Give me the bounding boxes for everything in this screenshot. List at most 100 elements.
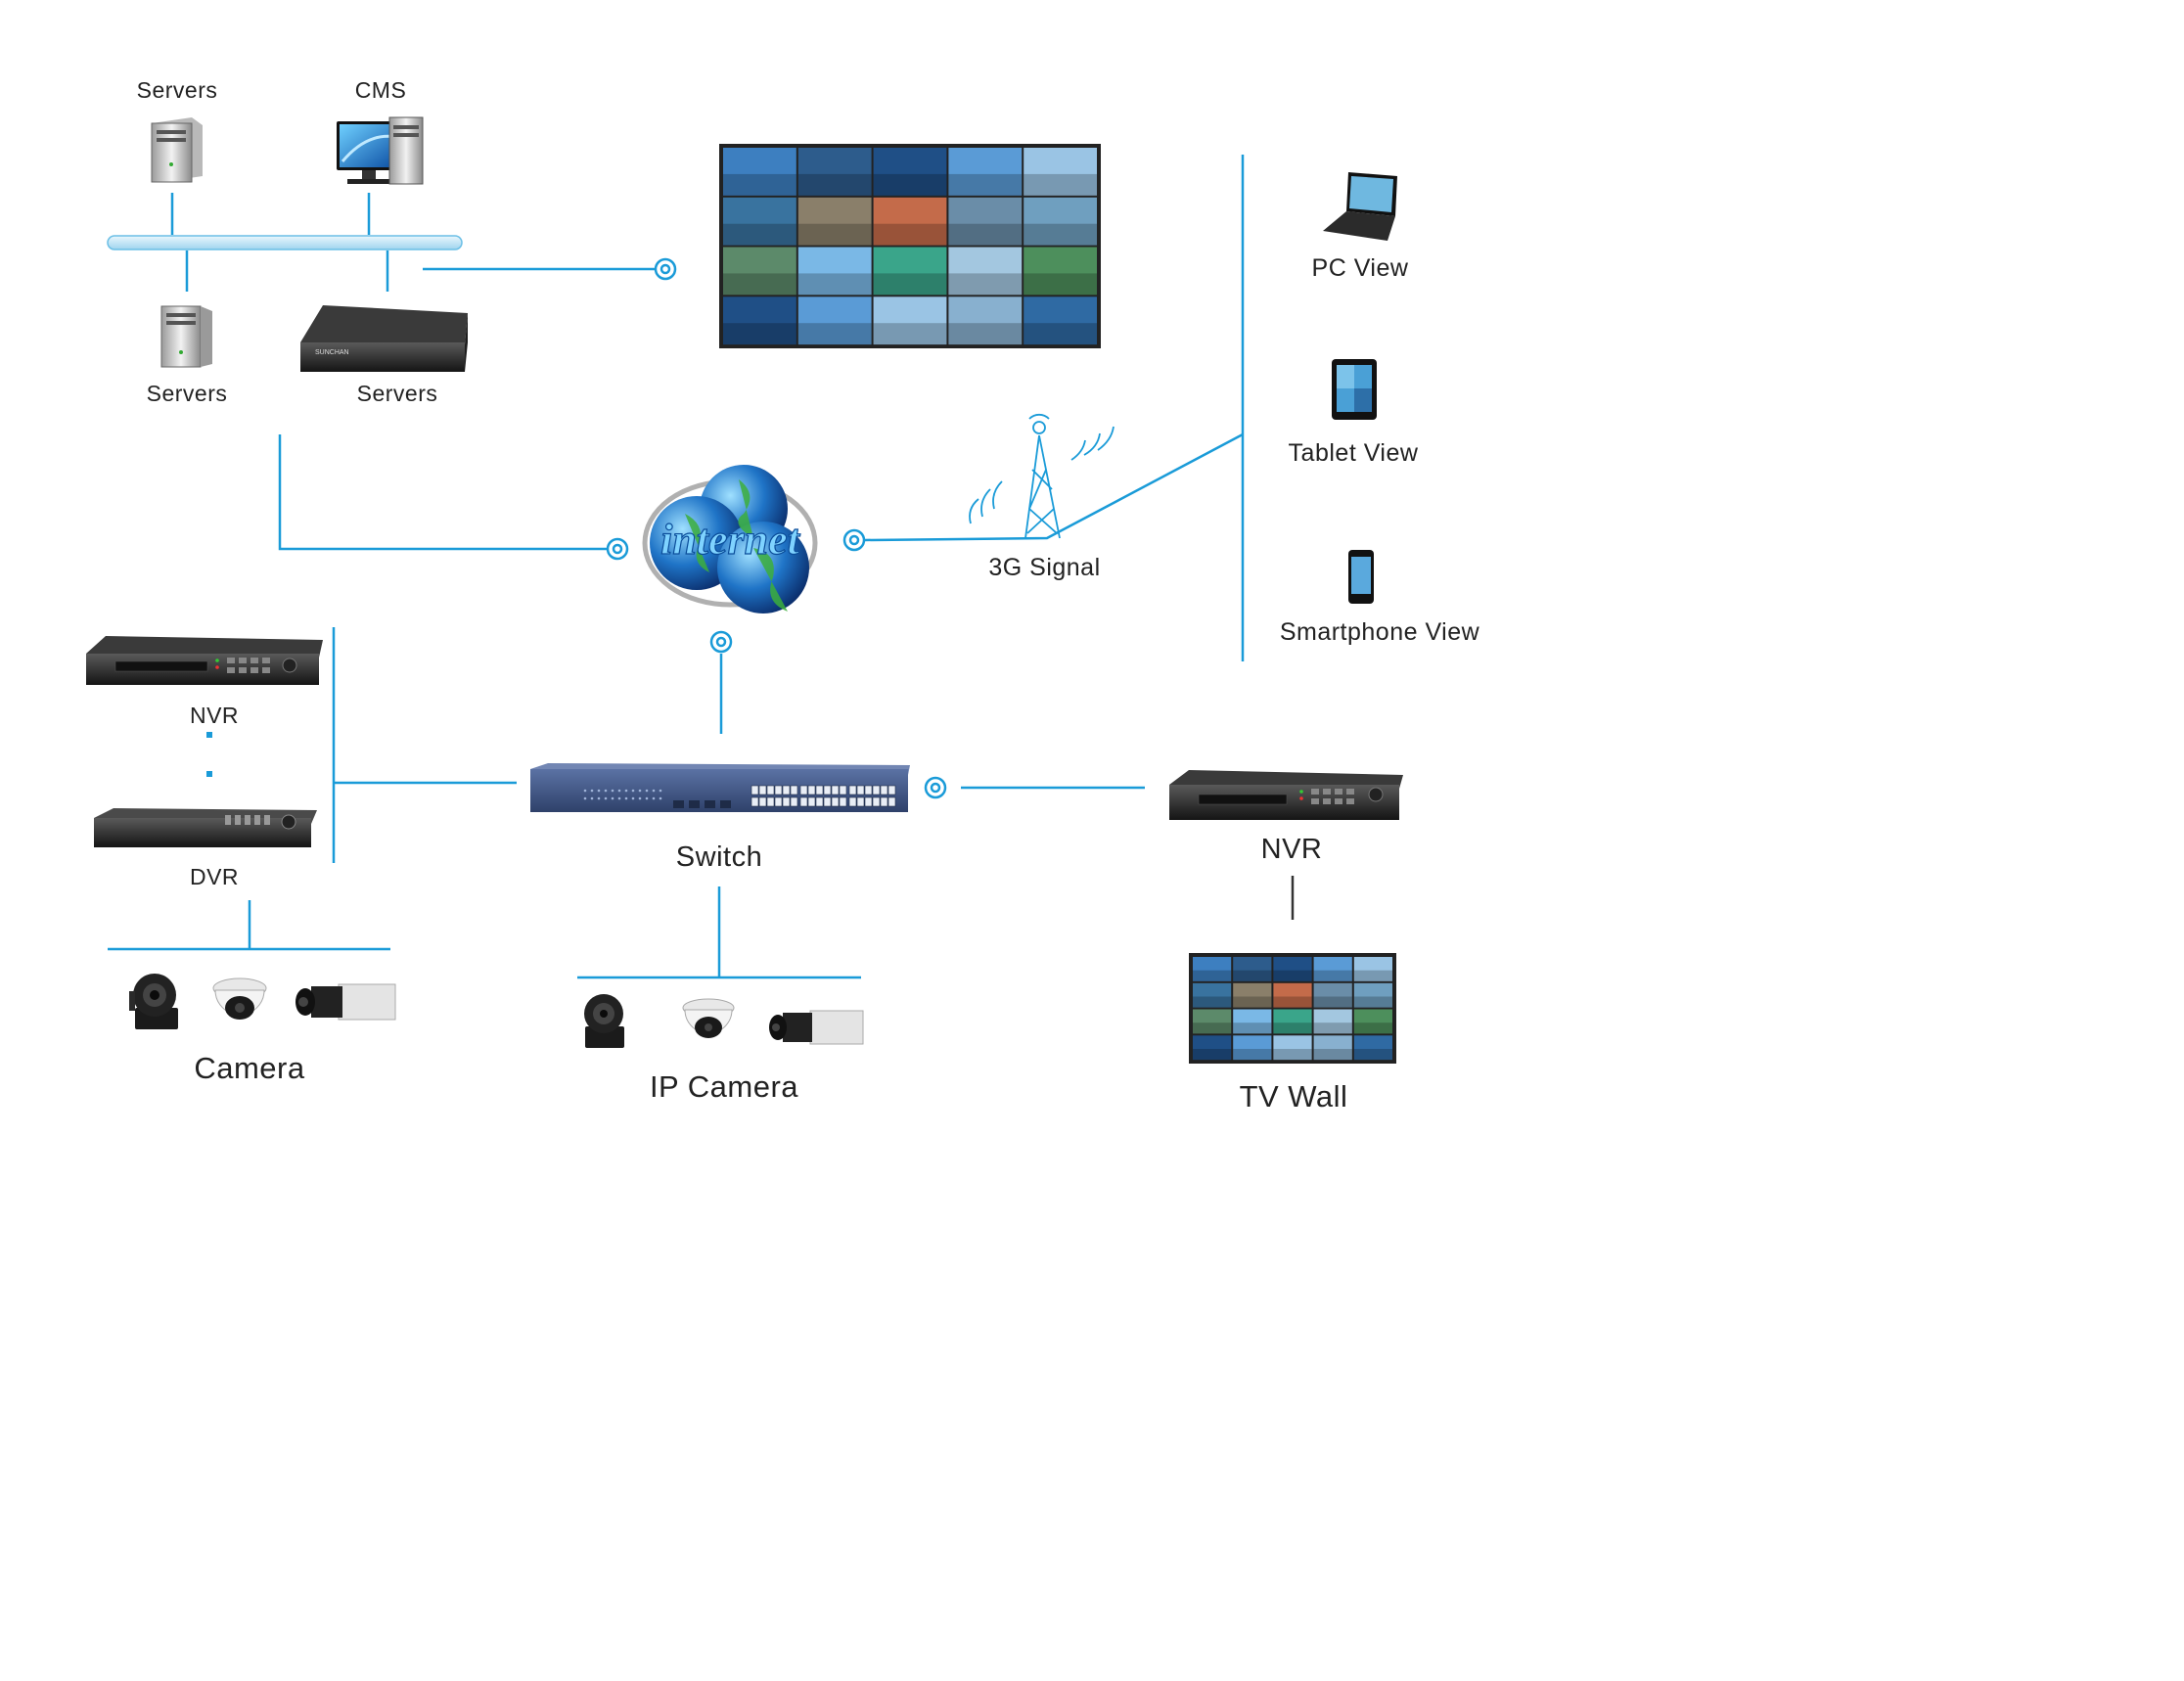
switch-port xyxy=(831,785,840,795)
tv-wall-screen xyxy=(1353,982,1392,1008)
switch-port xyxy=(864,785,873,795)
connector-ring-internet-right xyxy=(842,528,866,552)
tv-wall-screen-shade xyxy=(1273,1049,1312,1060)
video-wall-top-screen-shade xyxy=(723,173,796,196)
tv-wall-screen xyxy=(1313,957,1352,981)
tv-wall-screen-shade xyxy=(1313,1022,1352,1034)
switch-port xyxy=(751,796,759,807)
internet-label: internet xyxy=(660,516,801,564)
switch-led xyxy=(583,796,587,800)
ellipsis-dot-1 xyxy=(206,732,212,738)
connector-rings xyxy=(606,257,947,799)
video-wall-top-screen-shade xyxy=(873,273,947,295)
dvr-device-icon xyxy=(94,808,317,847)
box-camera-left-icon xyxy=(296,983,396,1021)
tv-wall-screen xyxy=(1193,982,1232,1008)
switch-led xyxy=(652,796,656,800)
camera-label: Camera xyxy=(194,1051,305,1085)
switch-port xyxy=(856,785,865,795)
lan-bus-bar xyxy=(107,235,463,250)
nvr-left-label: NVR xyxy=(189,703,240,728)
switch-led xyxy=(611,796,614,800)
switch-port xyxy=(872,785,881,795)
switch-led xyxy=(604,789,608,793)
switch-port xyxy=(848,796,857,807)
tv-wall-screen-shade xyxy=(1193,1022,1232,1034)
tv-wall-screen-shade xyxy=(1273,1022,1312,1034)
tv-wall-screen xyxy=(1233,1035,1272,1061)
switch-port xyxy=(815,785,824,795)
switch-port xyxy=(751,785,759,795)
video-wall-top-screen xyxy=(723,148,796,196)
tv-wall-screen xyxy=(1313,982,1352,1008)
switch-port xyxy=(823,796,832,807)
switch-led xyxy=(631,789,635,793)
video-wall-top-screen-shade xyxy=(797,223,872,246)
switch-led xyxy=(652,789,656,793)
tv-wall-screen-shade xyxy=(1233,1049,1272,1060)
video-wall-top-screen-shade xyxy=(797,273,872,295)
switch-port-grid xyxy=(583,785,896,808)
switch-port xyxy=(790,796,798,807)
video-wall-top-screen-shade xyxy=(873,323,947,344)
switch-led xyxy=(617,789,621,793)
video-wall-top-screen-shade xyxy=(948,173,1023,196)
switch-port xyxy=(864,796,873,807)
tv-wall-screen-shade xyxy=(1233,970,1272,981)
switch-led xyxy=(583,789,587,793)
tablet-view-label: Tablet View xyxy=(1288,439,1419,467)
video-wall-top-screen xyxy=(723,247,796,295)
switch-led xyxy=(590,796,594,800)
cell-tower-icon xyxy=(969,413,1115,539)
switch-led xyxy=(638,789,642,793)
tv-wall-screen-shade xyxy=(1313,1049,1352,1060)
switch-port xyxy=(872,796,881,807)
dvr-label: DVR xyxy=(189,864,240,889)
video-wall-top-screen-shade xyxy=(1024,173,1097,196)
tv-wall-screen xyxy=(1193,1009,1232,1034)
video-wall-top xyxy=(719,144,1101,348)
connection-lines xyxy=(108,155,1295,979)
video-wall-top-screen-shade xyxy=(873,223,947,246)
switch-sfp-port xyxy=(673,800,684,808)
internet-globe-icon: internet xyxy=(642,465,818,613)
switch-port xyxy=(774,796,783,807)
video-wall-top-screen xyxy=(873,148,947,196)
ellipsis-dot-2 xyxy=(206,771,212,777)
switch-port xyxy=(880,785,888,795)
tv-wall-screen-shade xyxy=(1273,970,1312,981)
tv-wall-screen-shade xyxy=(1193,1049,1232,1060)
ptz-ip-camera-icon xyxy=(584,994,624,1048)
tv-wall-screen-shade xyxy=(1193,970,1232,981)
servers-rack-label: Servers xyxy=(356,381,438,406)
tv-wall-screen-shade xyxy=(1353,1049,1392,1060)
video-wall-top-screen-shade xyxy=(797,173,872,196)
nvr-left-device-icon xyxy=(86,636,323,685)
switch-port xyxy=(799,796,808,807)
switch-sfp-port xyxy=(689,800,700,808)
tv-wall-screen xyxy=(1273,1009,1312,1034)
video-wall-top-screen xyxy=(948,247,1023,295)
tv-wall-screen-shade xyxy=(1233,1022,1272,1034)
server-tower-left-icon xyxy=(160,305,212,368)
video-wall-top-screen xyxy=(797,247,872,295)
switch-led xyxy=(638,796,642,800)
switch-port xyxy=(774,785,783,795)
tv-wall-screen xyxy=(1273,982,1312,1008)
video-wall-top-screen-shade xyxy=(948,223,1023,246)
switch-led xyxy=(659,796,662,800)
video-wall-top-screen xyxy=(723,197,796,246)
switch-led xyxy=(624,796,628,800)
video-wall-top-screen xyxy=(873,247,947,295)
switch-led xyxy=(611,789,614,793)
switch-sfp-port xyxy=(705,800,715,808)
tv-wall-screen xyxy=(1313,1035,1352,1061)
tv-wall-screen xyxy=(1353,1009,1392,1034)
tv-wall-screen-shade xyxy=(1193,996,1232,1008)
servers-top-label: Servers xyxy=(136,77,218,103)
switch-led xyxy=(597,789,601,793)
video-wall-top-screen-shade xyxy=(723,323,796,344)
switch-led xyxy=(590,789,594,793)
ptz-camera-left-icon xyxy=(129,974,178,1029)
server-tower-top-icon xyxy=(151,117,203,183)
